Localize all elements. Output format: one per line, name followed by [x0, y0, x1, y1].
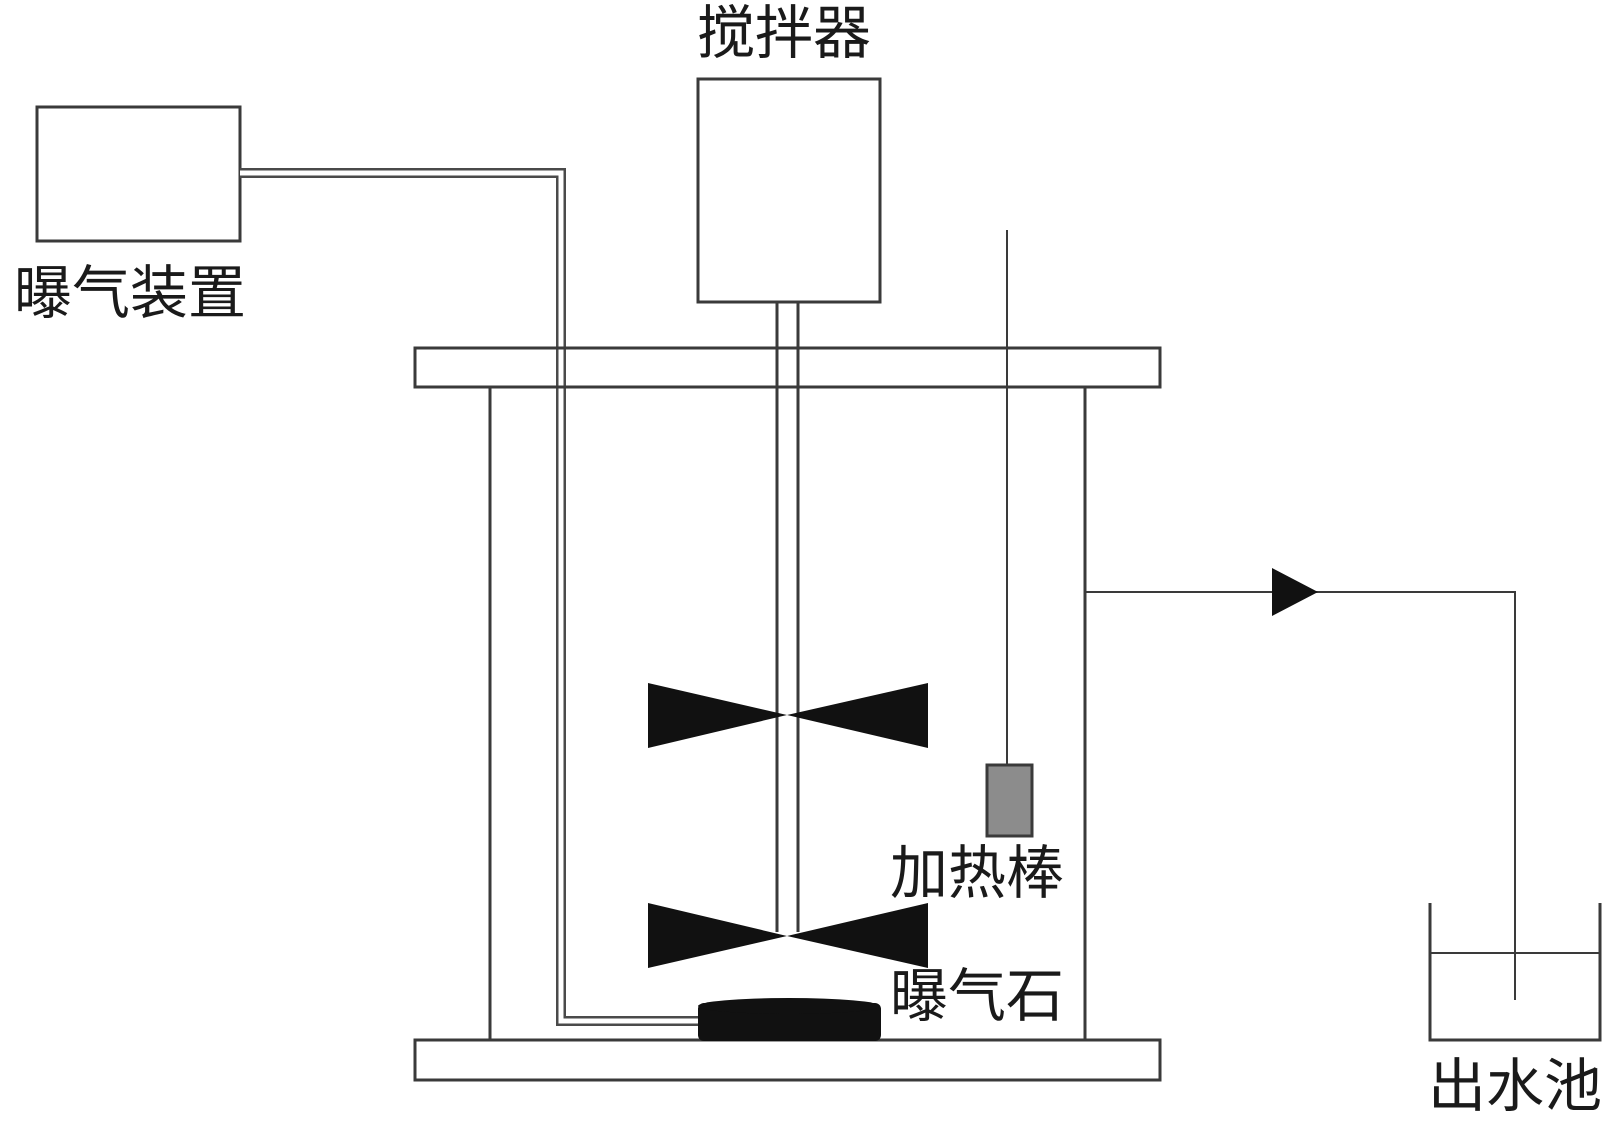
aeration-stone-label: 曝气石 — [890, 962, 1065, 1030]
outlet-tank-label: 出水池 — [1428, 1052, 1603, 1120]
aeration-device-label: 曝气装置 — [14, 259, 247, 327]
upper-impeller — [648, 683, 928, 748]
outlet-line — [1085, 568, 1516, 1000]
reactor-lid — [413, 346, 1162, 389]
lower-impeller — [648, 903, 928, 968]
reactor-walls — [488, 387, 1087, 1040]
stirrer-box — [696, 77, 882, 304]
air-pipe — [240, 168, 700, 1026]
heating-rod — [985, 763, 1034, 838]
flow-arrow-icon — [1272, 568, 1318, 616]
aeration-device-box — [35, 105, 242, 243]
reactor-base — [413, 1038, 1162, 1082]
stirrer-shaft — [775, 302, 800, 932]
aeration-stone — [698, 998, 881, 1041]
stirrer-label: 搅拌器 — [697, 0, 872, 67]
outlet-tank — [1428, 903, 1602, 1042]
heating-rod-label: 加热棒 — [890, 839, 1065, 907]
